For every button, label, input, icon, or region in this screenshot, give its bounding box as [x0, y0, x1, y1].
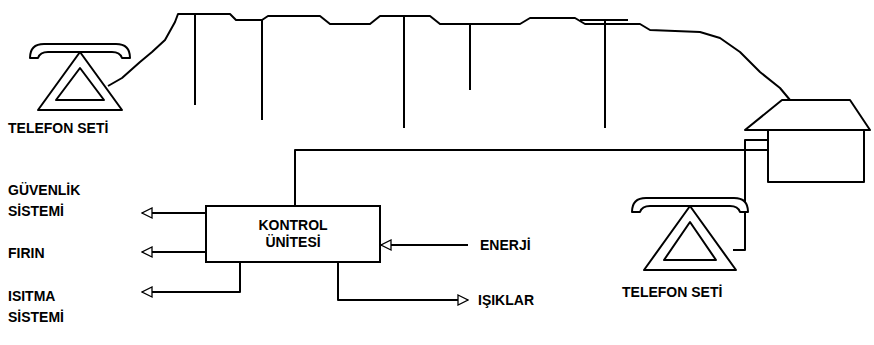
telephone-wire	[733, 140, 768, 250]
node-label: KONTROL ÜNİTESİ	[238, 217, 348, 252]
telephone-pole	[178, 14, 628, 128]
device-label: TELEFON SETİ	[622, 282, 762, 303]
telephone-set	[632, 198, 748, 270]
device-label: TELEFON SETİ	[8, 118, 148, 139]
telephone-line	[108, 14, 790, 100]
telephone-wire	[295, 150, 768, 205]
device-label: ENERJİ	[480, 235, 600, 256]
device-label: GÜVENLİK SİSTEMİ	[8, 180, 103, 222]
device-label: ISITMA SİSTEMİ	[8, 286, 88, 328]
device-label: FIRIN	[8, 243, 128, 264]
control-unit-box: KONTROL ÜNİTESİ	[205, 205, 381, 263]
telephone-set	[30, 44, 130, 110]
device-label: IŞIKLAR	[478, 290, 598, 311]
